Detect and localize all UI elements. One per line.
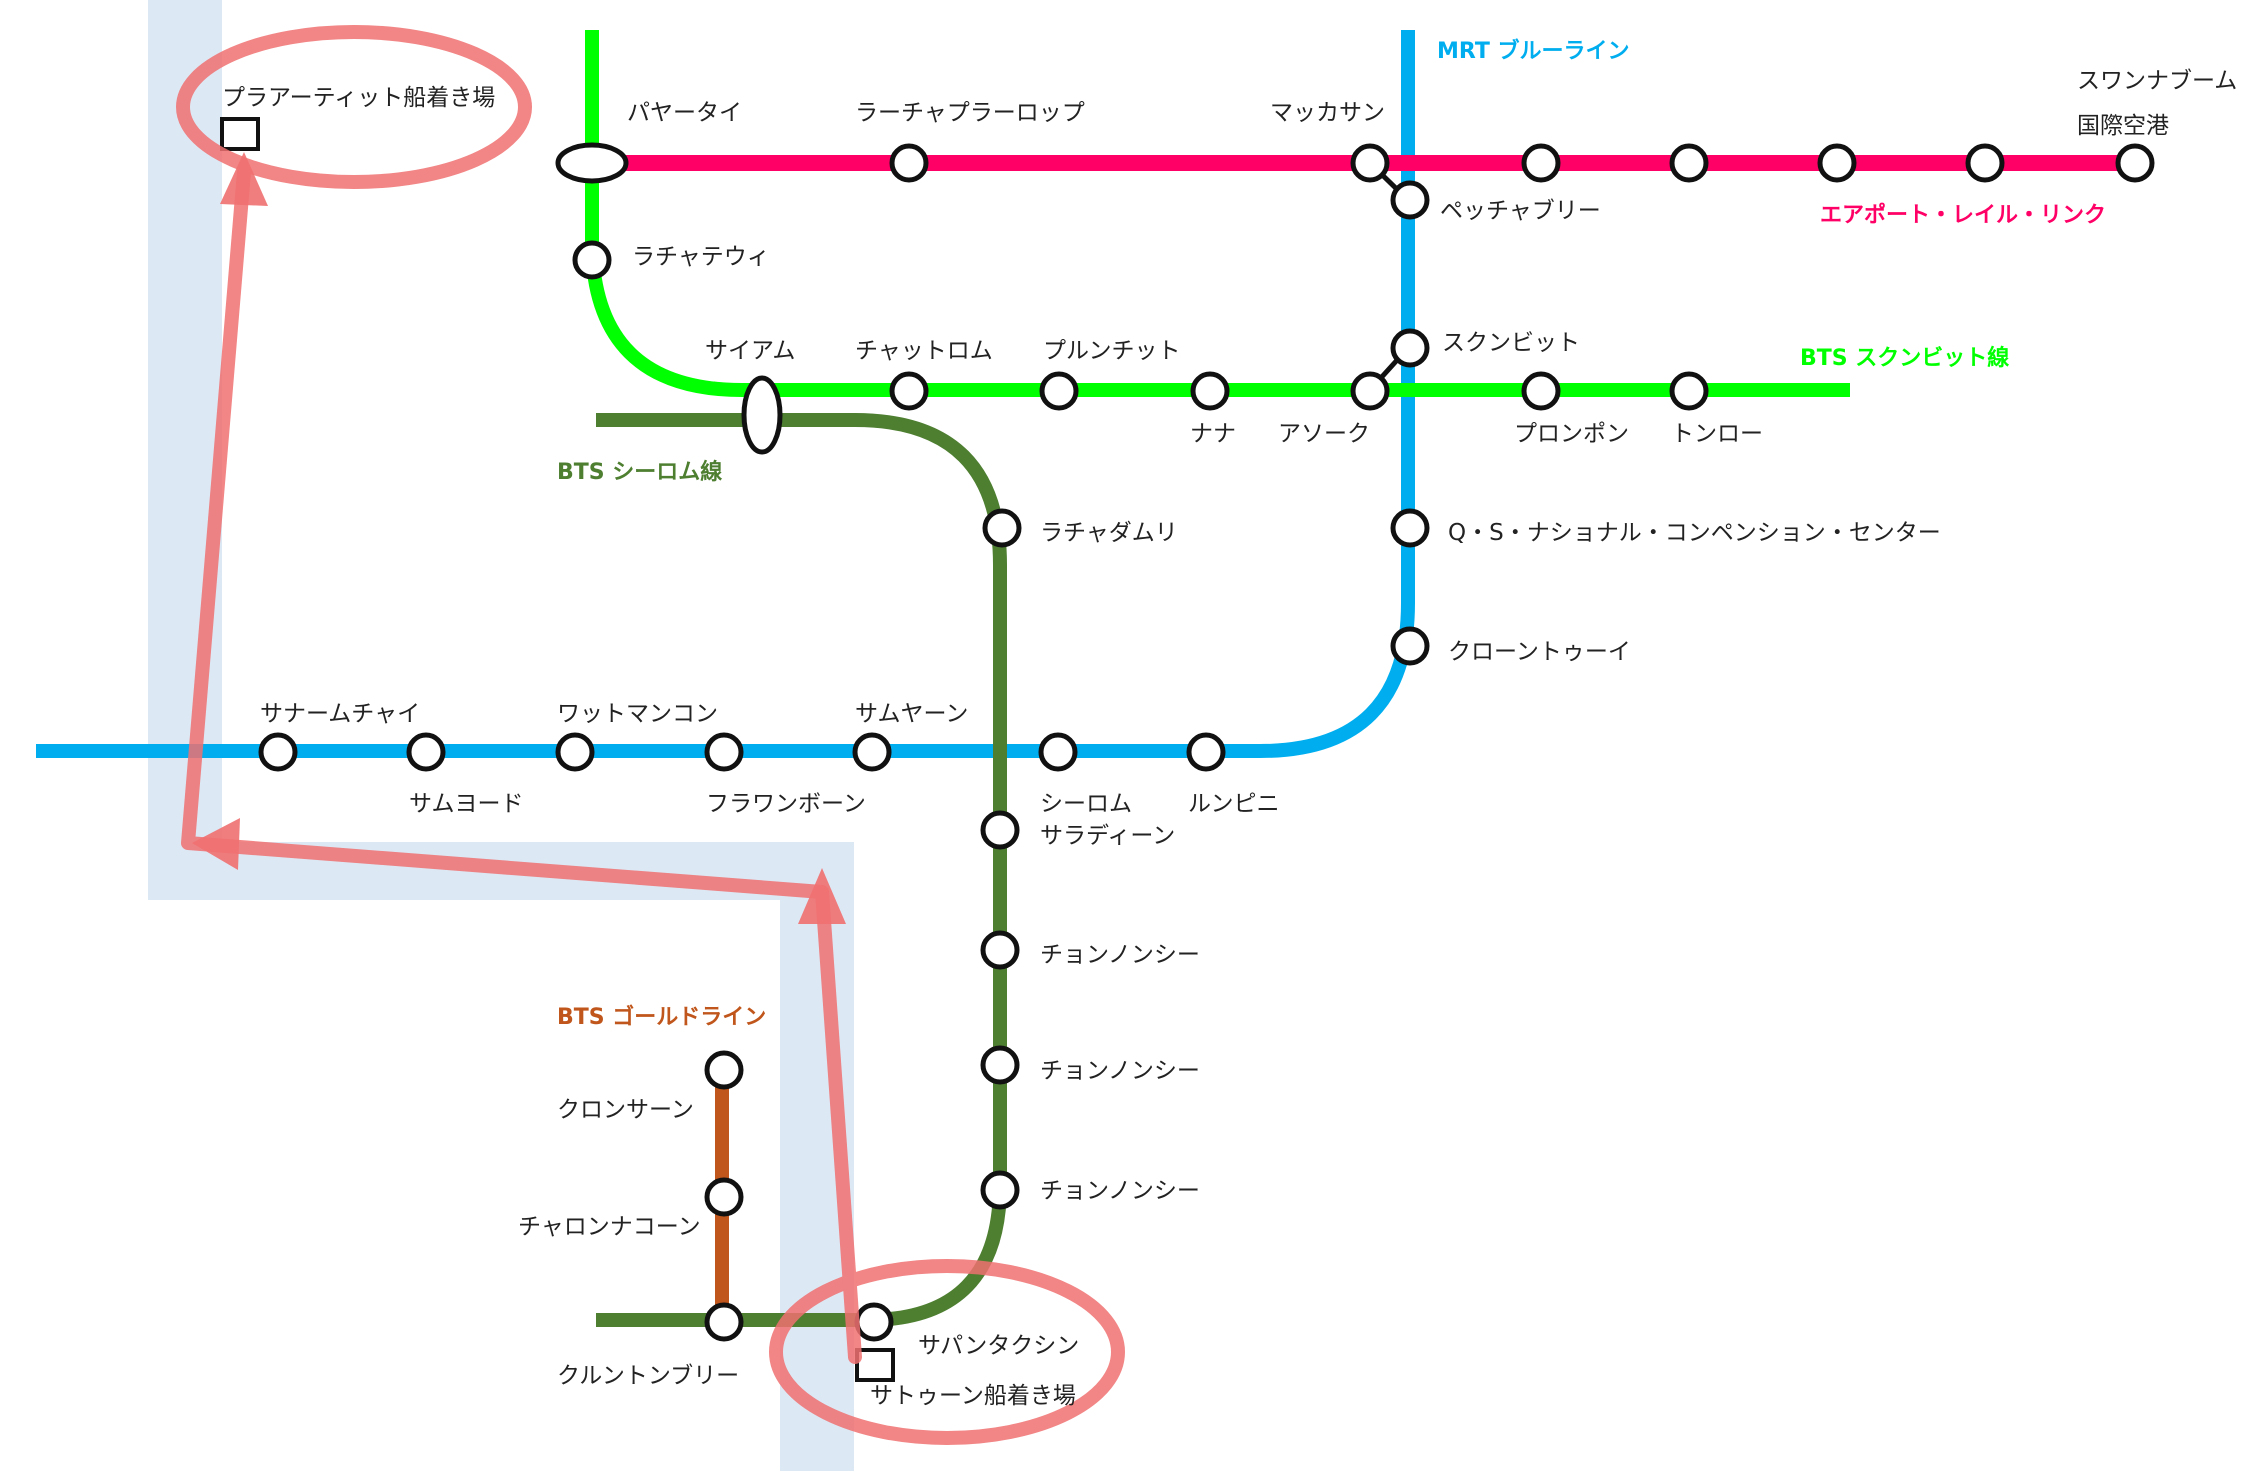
station-chong-nonsi-a[interactable] (980, 930, 1020, 970)
line-label-mrt-blue: MRT ブルーライン (1437, 38, 1630, 64)
label-qsncc: Q・S・ナショナル・コンペンション・センター (1448, 520, 1941, 546)
label-lumphini: ルンピニ (1188, 791, 1280, 817)
silom-track (596, 413, 1007, 1327)
line-label-gold: BTS ゴールドライン (557, 1004, 766, 1030)
station-saphan-taksin[interactable] (854, 1302, 894, 1342)
station-airport-4[interactable] (1965, 143, 2005, 183)
station-charoen-nakhon[interactable] (704, 1177, 744, 1217)
line-label-silom: BTS シーロム線 (557, 459, 722, 485)
label-pier-sathorn: サトゥーン船着き場 (870, 1383, 1076, 1409)
station-suvarnabhumi[interactable] (2115, 143, 2155, 183)
station-asok[interactable] (1350, 371, 1390, 411)
label-charoen-nakhon: チャロンナコーン (518, 1214, 701, 1240)
station-sukhumvit[interactable] (1390, 328, 1430, 368)
label-sanam-chai: サナームチャイ (260, 701, 420, 727)
label-sam-yot: サムヨード (409, 791, 524, 817)
station-wat-mangkon[interactable] (555, 732, 595, 772)
station-ratchathewi[interactable] (572, 240, 612, 280)
station-ratchaprarop[interactable] (889, 143, 929, 183)
route-arrow-path (181, 165, 862, 1364)
station-phetchaburi[interactable] (1390, 180, 1430, 220)
highlight-circle-phra-athit (176, 25, 532, 189)
label-siam: サイアム (705, 338, 795, 364)
station-airport-1[interactable] (1521, 143, 1561, 183)
label-sukhumvit-station: スクンビット (1442, 330, 1580, 356)
station-airport-3[interactable] (1817, 143, 1857, 183)
label-wat-mangkon: ワットマンコン (557, 701, 718, 727)
label-chong-nonsi-c: チョンノンシー (1040, 1178, 1200, 1204)
label-suvarnabhumi-1: スワンナブーム (2077, 68, 2237, 94)
station-ploenchit[interactable] (1039, 371, 1079, 411)
label-chong-nonsi-a: チョンノンシー (1040, 942, 1200, 968)
station-chong-nonsi-b[interactable] (980, 1045, 1020, 1085)
label-phetchaburi: ペッチャブリー (1440, 198, 1601, 224)
station-sam-yot[interactable] (406, 732, 446, 772)
station-lumphini[interactable] (1186, 732, 1226, 772)
label-khlong-toei: クローントゥーイ (1448, 639, 1631, 665)
arrowhead-up-left (220, 152, 268, 206)
label-phaya-thai: パヤータイ (627, 100, 742, 126)
label-ratchaprarop: ラーチャプラーロップ (855, 100, 1085, 126)
sukhumvit-track (585, 30, 1850, 397)
label-chong-nonsi-b: チョンノンシー (1040, 1058, 1200, 1084)
label-thong-lo: トンロー (1671, 421, 1763, 447)
river-north-segment (148, 0, 222, 900)
station-thong-lo[interactable] (1669, 371, 1709, 411)
station-sanam-chai[interactable] (258, 732, 298, 772)
station-nana[interactable] (1190, 371, 1230, 411)
station-chong-nonsi-c[interactable] (980, 1170, 1020, 1210)
route-arrowheads (192, 152, 846, 924)
station-krung-thon-buri[interactable] (704, 1302, 744, 1342)
station-khlong-toei[interactable] (1390, 626, 1430, 666)
pier-phra-athit-icon[interactable] (220, 117, 260, 151)
line-sukhumvit (585, 30, 1850, 397)
river (148, 0, 854, 1471)
label-silom-2: サラディーン (1040, 823, 1175, 849)
label-hua-lamphong: フラワンボーン (706, 791, 866, 817)
label-pier-phra-athit: プラアーティット船着き場 (222, 85, 495, 111)
station-siam-interchange[interactable] (741, 375, 783, 455)
label-asok: アソーク (1278, 421, 1370, 447)
label-chit-lom: チャットロム (855, 338, 993, 364)
station-silom[interactable] (1038, 732, 1078, 772)
line-label-airport-link: エアポート・レイル・リンク (1820, 202, 2106, 228)
station-sam-yan[interactable] (852, 732, 892, 772)
label-sam-yan: サムヤーン (855, 701, 968, 727)
stations (258, 142, 2155, 1342)
label-ratchadamri: ラチャダムリ (1040, 520, 1178, 546)
arrowhead-left (192, 818, 240, 870)
station-sala-daeng[interactable] (980, 810, 1020, 850)
line-label-sukhumvit: BTS スクンビット線 (1800, 345, 2009, 371)
route-highlight (176, 25, 1125, 1445)
label-saphan-taksin: サパンタクシン (918, 1333, 1079, 1359)
label-ratchathewi: ラチャテウィ (632, 244, 770, 270)
line-silom (596, 413, 1007, 1327)
station-chit-lom[interactable] (889, 371, 929, 411)
station-phaya-thai-interchange[interactable] (555, 142, 629, 184)
station-hua-lamphong[interactable] (704, 732, 744, 772)
label-krung-thon-buri: クルントンブリー (557, 1363, 739, 1389)
label-nana: ナナ (1190, 421, 1236, 447)
station-ratchadamri[interactable] (982, 508, 1022, 548)
label-ploenchit: プルンチット (1043, 338, 1181, 364)
label-suvarnabhumi-2: 国際空港 (2077, 113, 2169, 139)
station-airport-2[interactable] (1669, 143, 1709, 183)
station-qsncc[interactable] (1390, 508, 1430, 548)
pier-sathorn-icon[interactable] (855, 1348, 895, 1382)
station-khlong-san[interactable] (704, 1050, 744, 1090)
label-makkasan: マッカサン (1270, 100, 1385, 126)
arrowhead-up-right (798, 868, 846, 924)
label-silom-1: シーロム (1040, 791, 1132, 817)
station-makkasan[interactable] (1350, 143, 1390, 183)
label-phrom-phong: プロンポン (1514, 421, 1629, 447)
highlight-circle-saphan-taksin (769, 1259, 1125, 1445)
station-phrom-phong[interactable] (1521, 371, 1561, 411)
label-khlong-san: クロンサーン (557, 1097, 694, 1123)
